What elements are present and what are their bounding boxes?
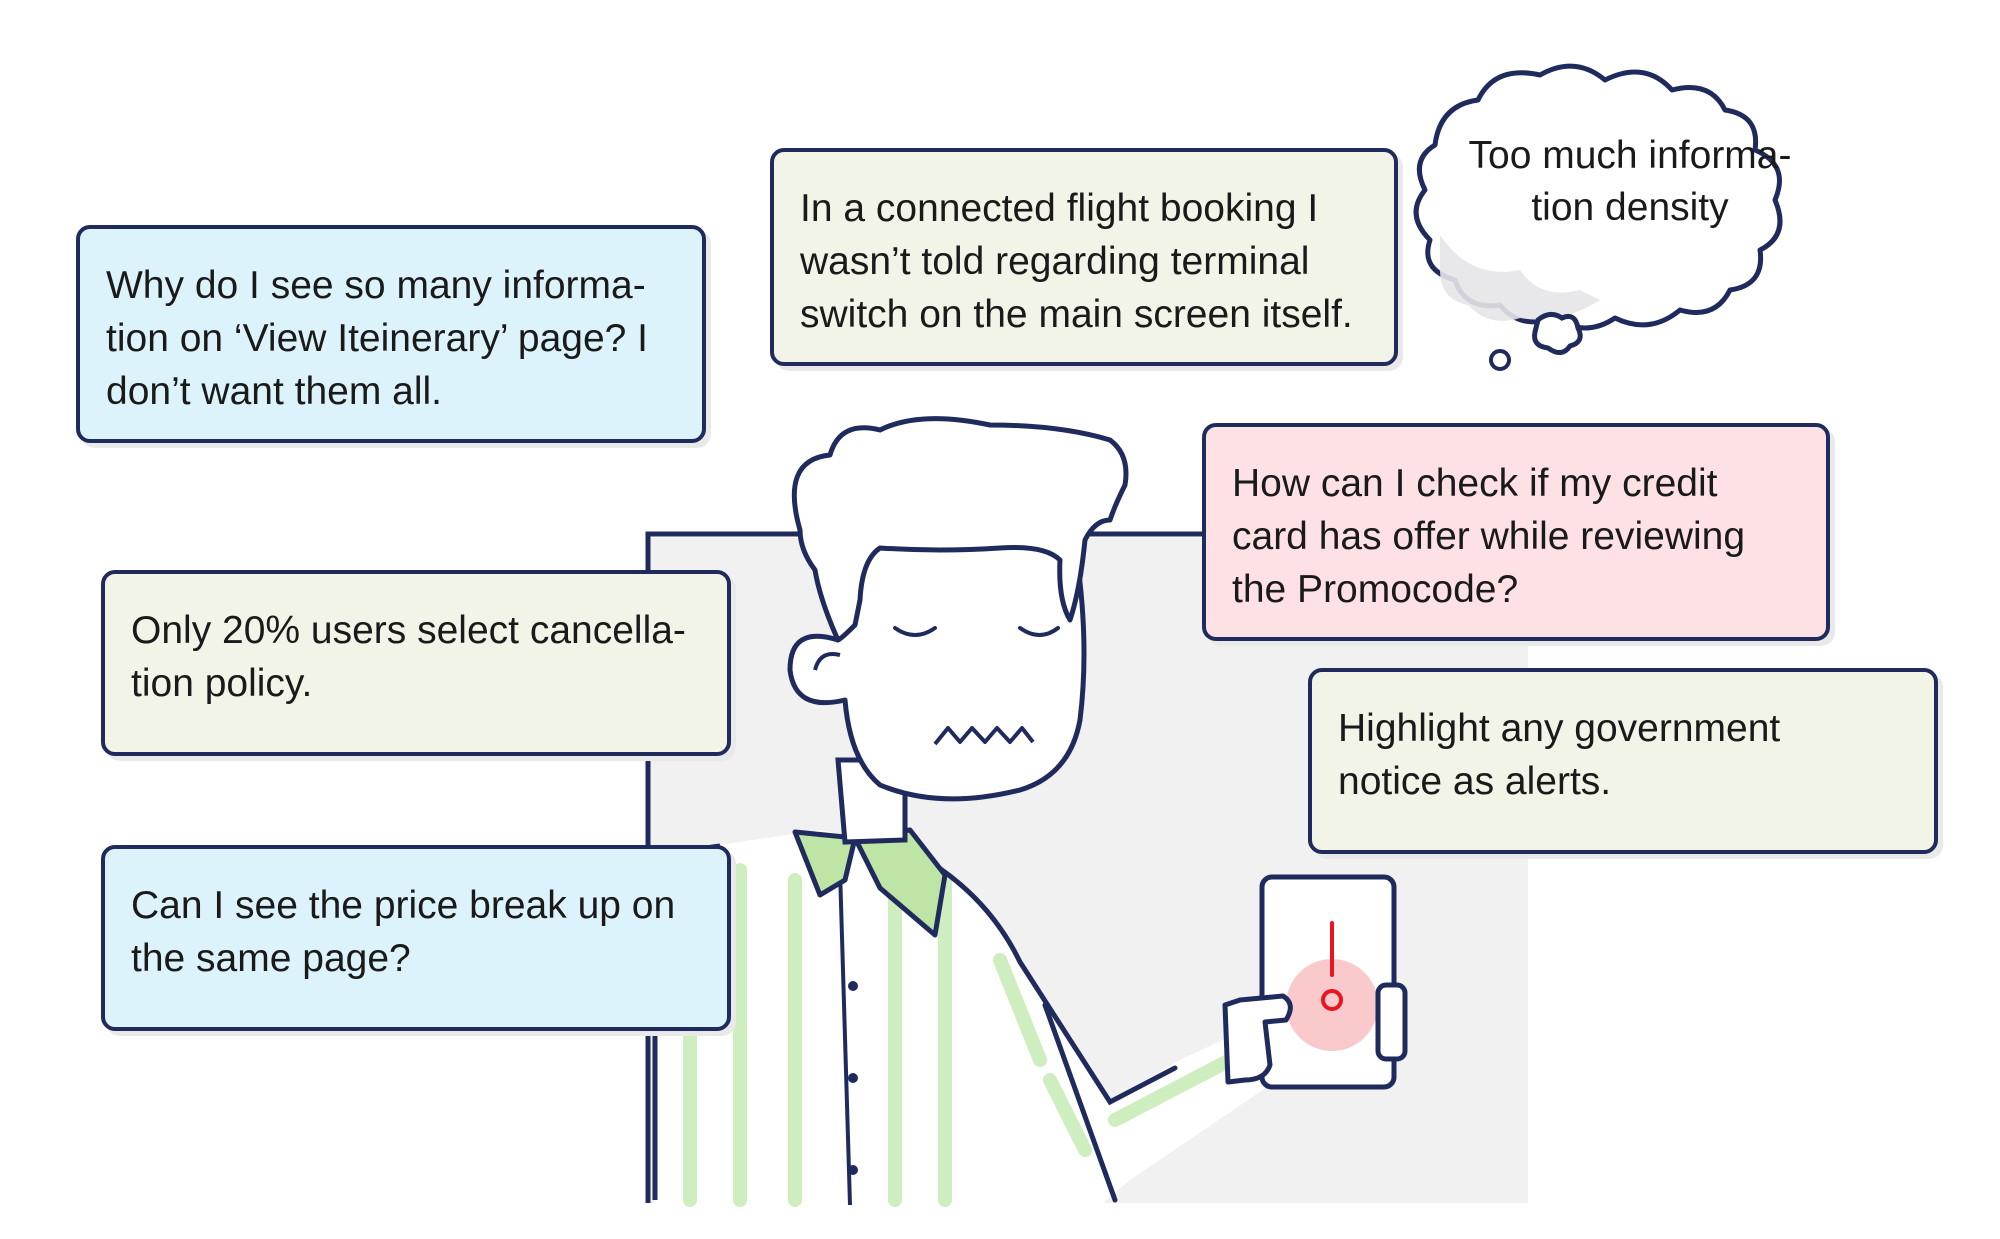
alert-glow [1286, 959, 1378, 1051]
bubble-line: Why do I see so many informa- [106, 264, 646, 307]
bubble-line: don’t want them all. [106, 370, 443, 413]
exclamation-alert-icon [1321, 921, 1343, 1011]
bubble-line: the Promocode? [1232, 568, 1519, 611]
bubble-line: Only 20% users select cancella- [131, 609, 686, 652]
bubble-line: In a connected flight booking I [800, 187, 1319, 230]
bubble-line: tion policy. [131, 662, 313, 705]
bubble-cancellation: Only 20% users select cancella- tion pol… [101, 570, 731, 756]
bubble-line: switch on the main screen itself. [800, 293, 1353, 336]
thought-line: Too much informa- [1468, 134, 1792, 177]
bubble-line: Can I see the price break up on [131, 884, 676, 927]
thought-cloud-icon [1413, 63, 1783, 371]
collar [792, 827, 948, 938]
bubble-view-itinerary: Why do I see so many informa- tion on ‘V… [76, 225, 706, 443]
thought-text: Too much informa- tion density [1420, 130, 1840, 234]
head [787, 416, 1129, 802]
bubble-line: Highlight any government [1338, 707, 1781, 750]
bubble-credit-card: How can I check if my credit card has of… [1202, 423, 1830, 641]
bubble-line: notice as alerts. [1338, 760, 1612, 803]
hand [1222, 982, 1408, 1085]
bubble-line: wasn’t told regarding terminal [800, 240, 1310, 283]
bubble-price-breakup: Can I see the price break up on the same… [101, 845, 731, 1031]
bubble-government-notice: Highlight any government notice as alert… [1308, 668, 1938, 854]
thought-line: tion density [1531, 186, 1729, 229]
bubble-terminal-switch: In a connected flight booking I wasn’t t… [770, 148, 1398, 366]
phone [1259, 874, 1397, 1090]
bubble-line: card has offer while reviewing [1232, 515, 1746, 558]
bubble-line: tion on ‘View Iteinerary’ page? I [106, 317, 649, 360]
bubble-line: How can I check if my credit [1232, 462, 1718, 505]
bubble-line: the same page? [131, 937, 411, 980]
